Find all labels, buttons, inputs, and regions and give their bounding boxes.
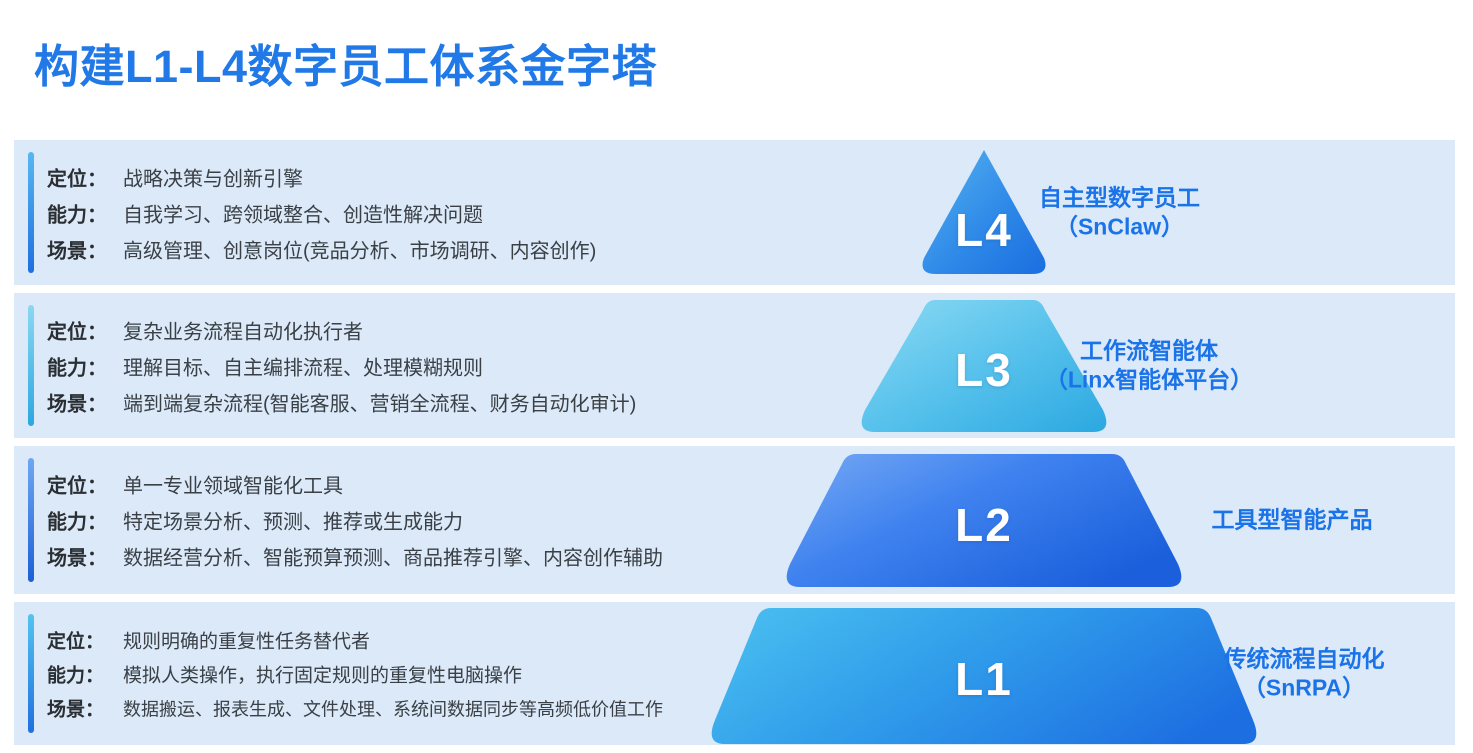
detail-position-l3: 定位： 复杂业务流程自动化执行者 xyxy=(47,315,636,344)
detail-key-capability: 能力： xyxy=(47,665,105,686)
trapezoid-shape-icon xyxy=(711,608,1257,744)
detail-capability-l4: 能力： 自我学习、跨领域整合、创造性解决问题 xyxy=(47,198,596,227)
detail-value-capability: 理解目标、自主编排流程、处理模糊规则 xyxy=(123,357,483,379)
level-accent-bar-l3 xyxy=(28,305,34,426)
pyramid-slice-badge-l3: L3 xyxy=(955,344,1013,397)
detail-capability-l3: 能力： 理解目标、自主编排流程、处理模糊规则 xyxy=(47,351,636,380)
level-caption-line1-l2: 工具型智能产品 xyxy=(1211,506,1373,533)
detail-value-scenario: 高级管理、创意岗位(竞品分析、市场调研、内容创作) xyxy=(123,240,597,262)
detail-key-scenario: 场景： xyxy=(47,240,107,262)
pyramid-slice-badge-l2: L2 xyxy=(955,498,1013,551)
level-row-l3[interactable]: 定位： 复杂业务流程自动化执行者 能力： 理解目标、自主编排流程、处理模糊规则 … xyxy=(14,293,1455,438)
level-row-l2[interactable]: 定位： 单一专业领域智能化工具 能力： 特定场景分析、预测、推荐或生成能力 场景… xyxy=(14,446,1455,594)
level-details-l3: 定位： 复杂业务流程自动化执行者 能力： 理解目标、自主编排流程、处理模糊规则 … xyxy=(47,315,636,416)
detail-value-scenario: 数据经营分析、智能预算预测、商品推荐引擎、内容创作辅助 xyxy=(123,547,663,570)
detail-key-position: 定位： xyxy=(47,321,107,343)
level-caption-l2: 工具型智能产品 xyxy=(1212,505,1373,534)
detail-value-capability: 自我学习、跨领域整合、创造性解决问题 xyxy=(123,204,483,226)
pyramid-slice-l4[interactable]: L4 xyxy=(918,146,1050,278)
detail-position-l1: 定位： 规则明确的重复性任务替代者 xyxy=(47,626,663,653)
level-caption-line1-l3: 工作流智能体 xyxy=(1080,337,1218,364)
pyramid-slice-badge-l4: L4 xyxy=(955,204,1013,257)
detail-key-scenario: 场景： xyxy=(47,699,105,720)
detail-key-capability: 能力： xyxy=(47,511,107,534)
pyramid-slice-badge-l1: L1 xyxy=(955,652,1013,705)
detail-key-capability: 能力： xyxy=(47,204,107,226)
level-caption-line2-l3: （Linx智能体平台） xyxy=(1044,366,1254,393)
level-accent-bar-l1 xyxy=(28,614,34,733)
level-caption-l4: 自主型数字员工 （SnClaw） xyxy=(1039,183,1200,242)
detail-position-l4: 定位： 战略决策与创新引擎 xyxy=(47,162,596,191)
level-caption-l1: 传统流程自动化 （SnRPA） xyxy=(1224,644,1385,703)
detail-capability-l2: 能力： 特定场景分析、预测、推荐或生成能力 xyxy=(47,506,663,535)
page-title: 构建L1-L4数字员工体系金字塔 xyxy=(34,41,658,92)
detail-key-position: 定位： xyxy=(47,168,107,190)
detail-value-position: 单一专业领域智能化工具 xyxy=(123,475,343,498)
level-details-l2: 定位： 单一专业领域智能化工具 能力： 特定场景分析、预测、推荐或生成能力 场景… xyxy=(47,470,663,571)
detail-key-position: 定位： xyxy=(47,631,105,652)
detail-value-position: 复杂业务流程自动化执行者 xyxy=(123,321,363,343)
detail-scenario-l4: 场景： 高级管理、创意岗位(竞品分析、市场调研、内容创作) xyxy=(47,234,596,263)
detail-scenario-l3: 场景： 端到端复杂流程(智能客服、营销全流程、财务自动化审计) xyxy=(47,387,636,416)
level-accent-bar-l4 xyxy=(28,152,34,273)
detail-key-position: 定位： xyxy=(47,475,107,498)
level-caption-l3: 工作流智能体 （Linx智能体平台） xyxy=(1045,336,1253,395)
detail-scenario-l1: 场景： 数据搬运、报表生成、文件处理、系统间数据同步等高频低价值工作 xyxy=(47,694,663,721)
detail-capability-l1: 能力： 模拟人类操作，执行固定规则的重复性电脑操作 xyxy=(47,660,663,687)
pyramid-slice-wrap-l2: L2 xyxy=(759,446,1209,594)
level-caption-line2-l4: （SnClaw） xyxy=(1054,213,1185,240)
trapezoid-shape-icon xyxy=(786,454,1182,587)
detail-value-capability: 特定场景分析、预测、推荐或生成能力 xyxy=(123,511,463,534)
detail-value-scenario: 端到端复杂流程(智能客服、营销全流程、财务自动化审计) xyxy=(123,393,637,415)
level-caption-line1-l1: 传统流程自动化 xyxy=(1223,645,1385,672)
level-row-l4[interactable]: 定位： 战略决策与创新引擎 能力： 自我学习、跨领域整合、创造性解决问题 场景：… xyxy=(14,140,1455,285)
detail-scenario-l2: 场景： 数据经营分析、智能预算预测、商品推荐引擎、内容创作辅助 xyxy=(47,542,663,571)
detail-key-capability: 能力： xyxy=(47,357,107,379)
level-caption-line1-l4: 自主型数字员工 xyxy=(1039,184,1200,211)
level-details-l4: 定位： 战略决策与创新引擎 能力： 自我学习、跨领域整合、创造性解决问题 场景：… xyxy=(47,162,596,263)
pyramid-levels-container: 定位： 战略决策与创新引擎 能力： 自我学习、跨领域整合、创造性解决问题 场景：… xyxy=(14,140,1455,745)
level-caption-line2-l1: （SnRPA） xyxy=(1242,674,1366,701)
level-details-l1: 定位： 规则明确的重复性任务替代者 能力： 模拟人类操作，执行固定规则的重复性电… xyxy=(47,626,663,721)
detail-position-l2: 定位： 单一专业领域智能化工具 xyxy=(47,470,663,499)
pyramid-slice-l1[interactable]: L1 xyxy=(709,606,1259,746)
detail-value-capability: 模拟人类操作，执行固定规则的重复性电脑操作 xyxy=(123,665,523,686)
detail-value-position: 战略决策与创新引擎 xyxy=(123,168,303,190)
detail-value-scenario: 数据搬运、报表生成、文件处理、系统间数据同步等高频低价值工作 xyxy=(123,699,663,719)
triangle-shape-icon xyxy=(922,150,1046,274)
level-row-l1[interactable]: 定位： 规则明确的重复性任务替代者 能力： 模拟人类操作，执行固定规则的重复性电… xyxy=(14,602,1455,745)
pyramid-slice-wrap-l1: L1 xyxy=(684,602,1284,745)
level-accent-bar-l2 xyxy=(28,458,34,582)
pyramid-slice-l2[interactable]: L2 xyxy=(784,452,1184,589)
detail-value-position: 规则明确的重复性任务替代者 xyxy=(123,631,371,652)
detail-key-scenario: 场景： xyxy=(47,547,107,570)
detail-key-scenario: 场景： xyxy=(47,393,107,415)
